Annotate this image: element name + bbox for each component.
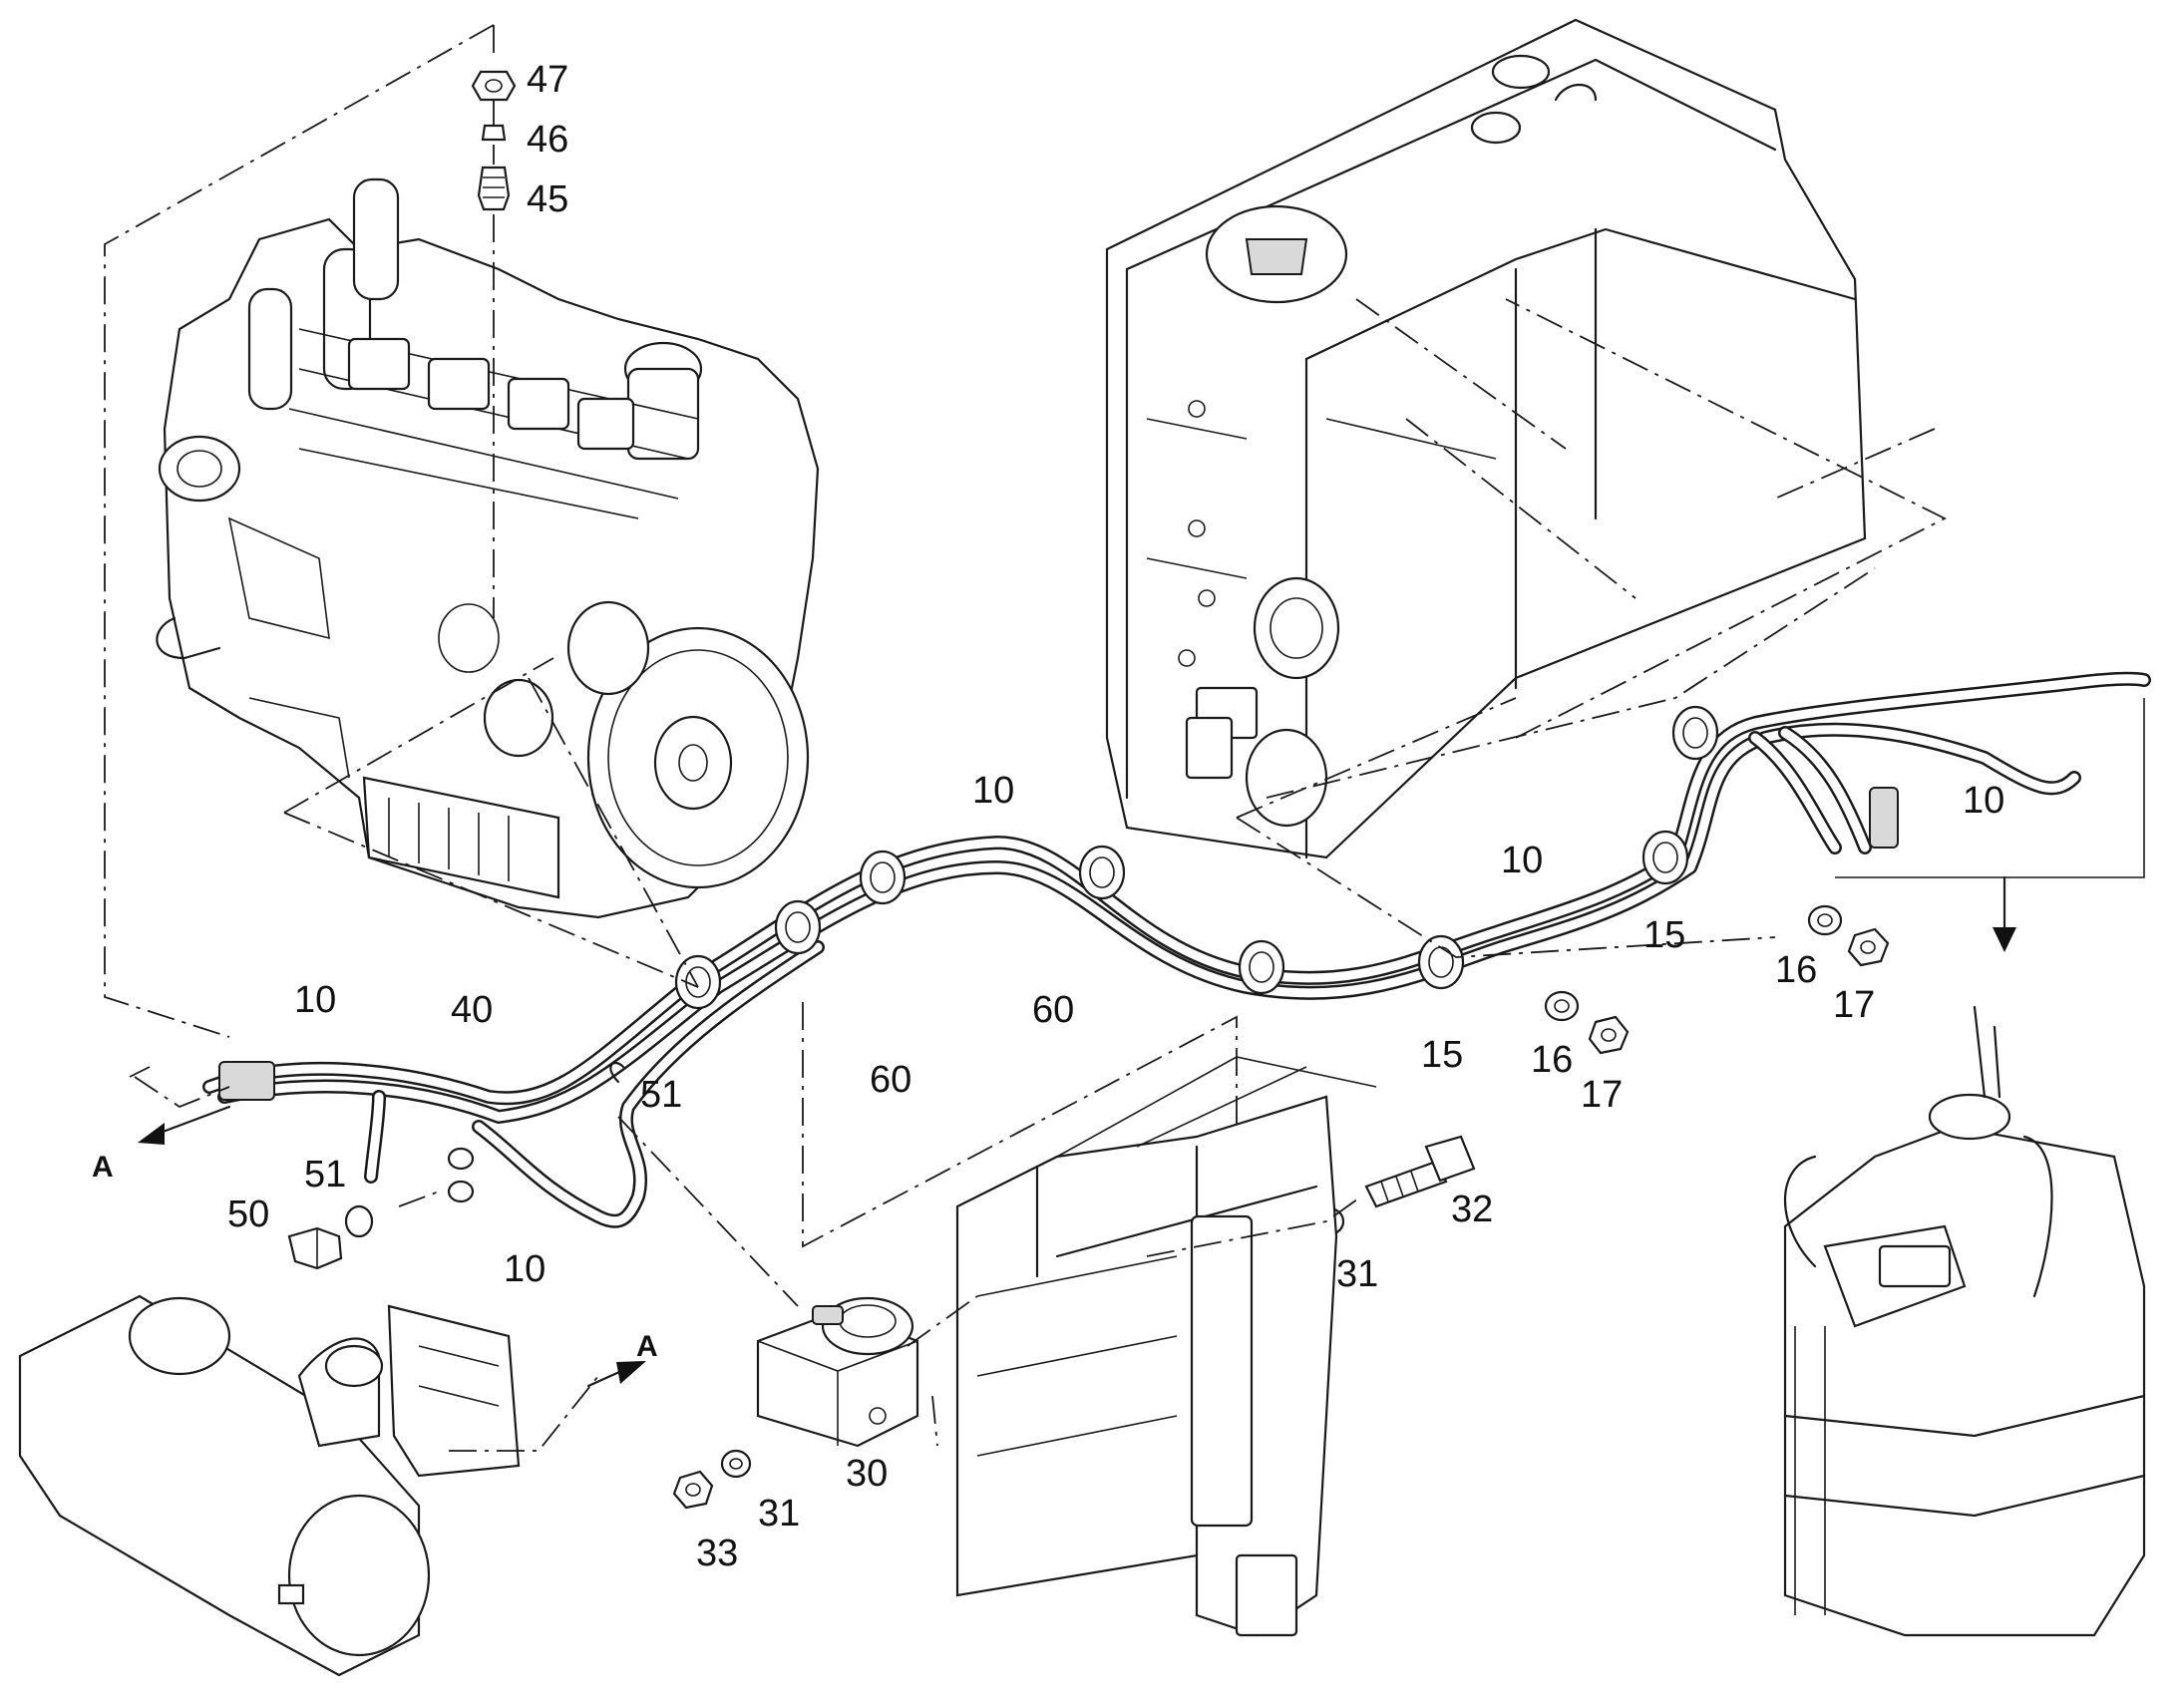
sensor-40 — [447, 1147, 475, 1203]
bolt-32 — [1364, 1135, 1476, 1208]
tank-arrow — [1993, 875, 2016, 952]
callout-15: 15 — [1421, 1034, 1463, 1076]
view-marker-a: A — [92, 1151, 114, 1184]
hose-harness — [202, 671, 2151, 1228]
callout-10: 10 — [1501, 840, 1543, 881]
hose-clamp — [1641, 830, 1689, 885]
callout-10: 10 — [972, 770, 1014, 812]
washer-31a — [720, 1449, 752, 1479]
view-arrow-a1 — [138, 1105, 231, 1145]
callout-32: 32 — [1451, 1189, 1493, 1230]
oring-51b — [344, 1204, 374, 1238]
view-arrow-a2 — [586, 1361, 646, 1388]
callout-46: 46 — [527, 119, 568, 161]
fitting-stack — [471, 70, 517, 211]
callout-16: 16 — [1775, 949, 1817, 991]
hose-clamp — [1417, 934, 1465, 990]
nut-33 — [672, 1470, 714, 1510]
chassis-frame — [955, 1056, 1377, 1637]
callout-10: 10 — [294, 979, 336, 1021]
callout-50: 50 — [227, 1194, 269, 1235]
washer-16a — [1544, 990, 1580, 1022]
hose-clamp — [1238, 939, 1285, 995]
callout-10: 10 — [504, 1248, 545, 1290]
hose-clamp — [674, 954, 722, 1010]
callout-16: 16 — [1531, 1039, 1573, 1081]
washer-16b — [1807, 904, 1843, 936]
view-marker-a: A — [636, 1330, 658, 1363]
hose-clamp — [1671, 705, 1719, 761]
callout-17: 17 — [1581, 1074, 1623, 1116]
callout-60: 60 — [870, 1059, 911, 1101]
callout-60: 60 — [1032, 989, 1074, 1031]
pump-30 — [756, 1296, 919, 1448]
muffler-assembly — [18, 1294, 521, 1677]
callout-10: 10 — [1963, 780, 2004, 822]
callout-15: 15 — [1643, 914, 1685, 956]
hose-clamp — [859, 850, 907, 905]
callout-31: 31 — [1336, 1253, 1378, 1295]
callout-51: 51 — [304, 1154, 346, 1196]
callout-51: 51 — [640, 1074, 682, 1116]
def-tank — [1783, 1005, 2146, 1637]
hose-clamp — [774, 899, 822, 955]
plug-50 — [287, 1226, 343, 1270]
nut-17b — [1847, 927, 1890, 967]
hose-clamp — [1078, 845, 1126, 900]
callout-31: 31 — [758, 1493, 800, 1535]
callout-30: 30 — [846, 1453, 888, 1495]
callout-17: 17 — [1833, 984, 1875, 1026]
callout-labels: 47 46 45 10 10 10 10 10 40 51 51 50 60 6… — [92, 59, 2004, 1574]
cab-frame — [1105, 18, 1867, 859]
callout-45: 45 — [527, 178, 568, 220]
nut-17a — [1588, 1015, 1630, 1055]
callout-47: 47 — [527, 59, 568, 101]
clip-51a — [609, 1061, 625, 1084]
engine-assembly — [156, 177, 820, 919]
exploded-view-lines — [104, 24, 1947, 1452]
callout-33: 33 — [696, 1533, 738, 1574]
callout-40: 40 — [451, 989, 493, 1031]
